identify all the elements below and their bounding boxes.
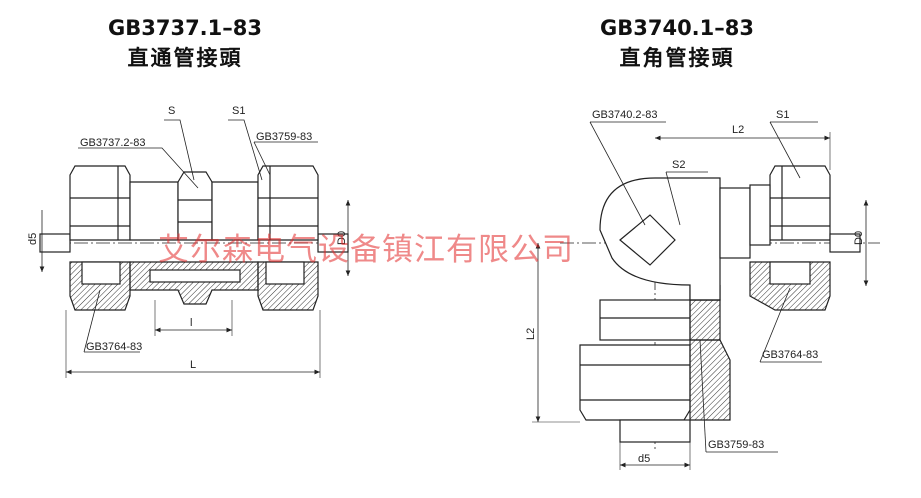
left-label-l-small: l (190, 317, 192, 329)
left-label-std-body: GB3737.2-83 (80, 137, 145, 149)
right-label-s1: S1 (776, 109, 789, 121)
left-label-l-big: L (190, 359, 196, 371)
right-label-std-body: GB3740.2-83 (592, 109, 657, 121)
left-label-s: S (168, 105, 175, 117)
left-label-std-nut: GB3759-83 (256, 131, 312, 143)
right-title-code: GB3740.1–83 (599, 16, 754, 40)
elbow-fitting-drawing (532, 121, 880, 470)
left-title-name: 直通管接頭 (127, 46, 243, 70)
left-label-std-ring: GB3764-83 (86, 341, 142, 353)
right-label-std-ring: GB3764-83 (762, 349, 818, 361)
right-label-l2-top: L2 (732, 124, 744, 136)
right-label-s2: S2 (672, 159, 685, 171)
right-label-l2-side: L2 (525, 328, 537, 340)
left-label-d0: D0 (336, 231, 348, 245)
left-title-code: GB3737.1–83 (107, 16, 262, 40)
left-label-d5: d5 (27, 233, 39, 245)
right-label-d0: D0 (853, 231, 865, 245)
straight-fitting-drawing (39, 119, 351, 378)
right-title-name: 直角管接頭 (619, 46, 735, 70)
left-label-s1: S1 (232, 105, 245, 117)
watermark-text: 艾尔森电气设备镇江有限公司 (158, 232, 574, 268)
right-label-std-nut: GB3759-83 (708, 439, 764, 451)
right-label-d5: d5 (638, 453, 650, 465)
